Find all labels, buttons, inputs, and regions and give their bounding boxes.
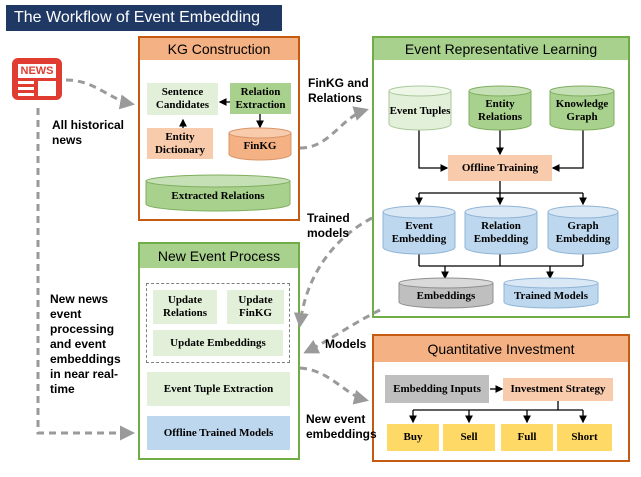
event-embedding-label: Event Embedding [391,220,447,245]
event-tuples-cylinder: Event Tuples [388,85,452,131]
knowledge-graph-label: Knowledge Graph [555,98,609,123]
extracted-relations-label: Extracted Relations [171,189,265,202]
trained-models-cylinder: Trained Models [503,277,599,309]
quant-investment-header: Quantitative Investment [374,336,628,362]
update-embeddings-box: Update Embeddings [153,330,283,356]
event-tuples-label: Event Tuples [389,104,451,117]
diagram-title: The Workflow of Event Embedding [6,5,282,31]
trained-models-label: Trained models [307,211,350,240]
sentence-candidates-box: Sentence Candidates [147,83,218,115]
embedding-inputs-box: Embedding Inputs [385,375,489,403]
new-event-process-header: New Event Process [140,244,298,268]
full-box: Full [501,424,553,451]
news-icon: NEWS [10,55,65,103]
finkg-cylinder: FinKG [228,127,292,161]
finkg-relations-label: FinKG and Relations [308,76,369,105]
event-embedding-cylinder: Event Embedding [382,205,456,255]
event-learning-header: Event Representative Learning [374,38,628,60]
relation-extraction-box: Relation Extraction [230,83,291,114]
embeddings-cylinder: Embeddings [398,277,494,309]
offline-trained-models-box: Offline Trained Models [147,416,290,450]
investment-strategy-box: Investment Strategy [503,378,613,401]
models-label: Models [325,337,367,351]
sell-box: Sell [443,424,495,451]
update-group [146,283,290,363]
embeddings-label: Embeddings [416,289,476,302]
new-event-embeddings-label: New event embeddings [306,412,377,441]
new-news-label: New news event processing and event embe… [50,292,121,396]
relation-embedding-label: Relation Embedding [473,220,529,245]
entity-relations-label: Entity Relations [478,98,522,123]
update-finkg-box: Update FinKG [227,290,284,324]
offline-training-box: Offline Training [448,155,552,181]
event-tuple-extraction-box: Event Tuple Extraction [147,372,290,406]
entity-dictionary-box: Entity Dictionary [147,128,213,159]
extracted-relations-cylinder: Extracted Relations [145,174,291,212]
kg-construction-header: KG Construction [140,38,298,60]
graph-embedding-label: Graph Embedding [555,220,611,245]
finkg-label: FinKG [243,139,277,152]
knowledge-graph-cylinder: Knowledge Graph [549,85,615,131]
buy-box: Buy [387,424,439,451]
all-historical-news-label: All historical news [52,118,125,147]
relation-embedding-cylinder: Relation Embedding [464,205,538,255]
update-relations-box: Update Relations [153,290,217,324]
entity-relations-cylinder: Entity Relations [468,85,532,131]
news-icon-label: NEWS [20,65,54,77]
trained-models-cyl-label: Trained Models [513,289,589,302]
graph-embedding-cylinder: Graph Embedding [547,205,619,255]
short-box: Short [557,424,612,451]
